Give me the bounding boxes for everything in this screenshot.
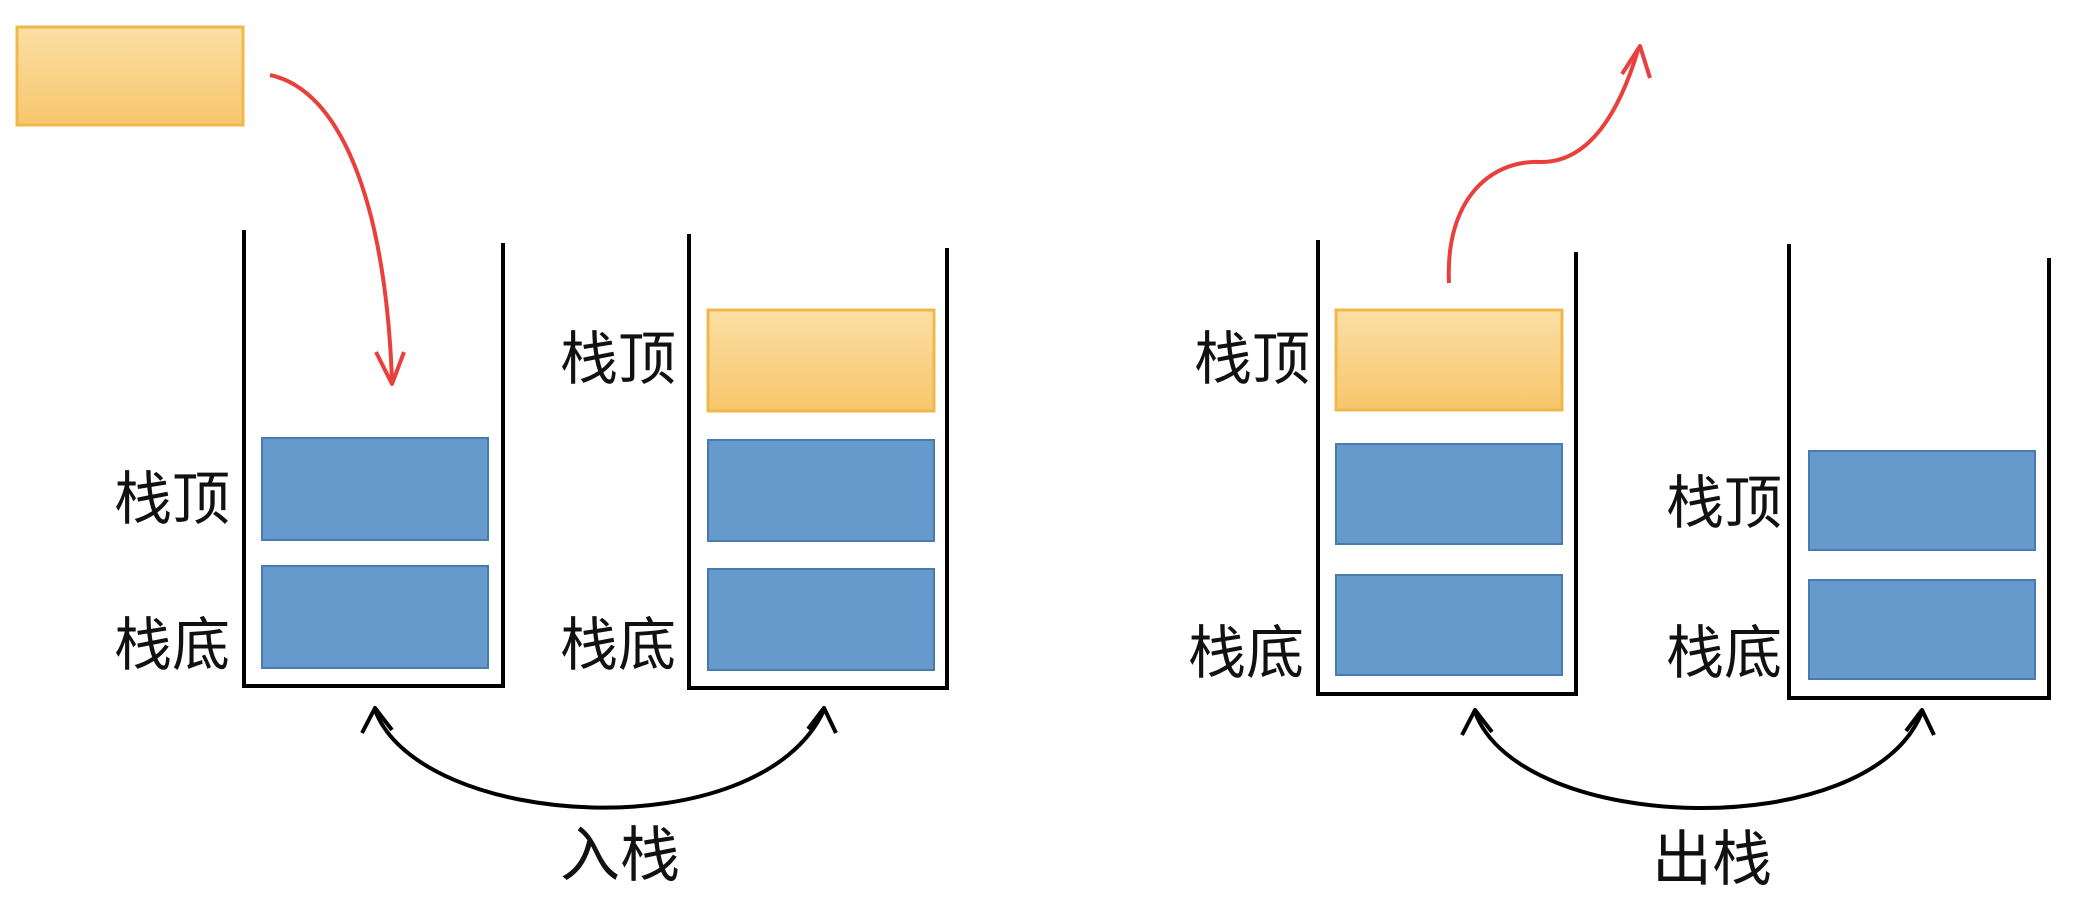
stack1-item-top — [261, 437, 489, 541]
push-red-arrowhead — [374, 351, 406, 386]
stack2-item-middle — [707, 439, 935, 542]
stack2-bottom-label: 栈底 — [560, 611, 677, 679]
stack3-bottom-label: 栈底 — [1188, 619, 1305, 687]
stack1-item-bottom — [261, 565, 489, 669]
stack2-top-label: 栈顶 — [560, 325, 677, 393]
stack4-item-bottom — [1808, 579, 2036, 680]
stack-container-pop-after — [1787, 244, 2051, 700]
incoming-element — [15, 25, 245, 127]
push-curve-arrowhead-left — [360, 706, 394, 734]
pop-red-arrowhead — [1620, 44, 1652, 79]
stack-container-push-after — [687, 234, 949, 690]
stack4-bottom-label: 栈底 — [1666, 619, 1783, 687]
pop-curve-arrowhead-left — [1460, 708, 1494, 736]
pop-red-arrow — [1446, 49, 1640, 284]
push-caption: 入栈 — [560, 821, 680, 891]
stack3-item-bottom — [1335, 574, 1563, 676]
stack3-top-label: 栈顶 — [1194, 325, 1311, 393]
push-curve-arrowhead-right — [806, 706, 838, 734]
stack2-item-pushed — [706, 308, 936, 413]
push-curve-arrow — [373, 709, 826, 810]
stack3-item-top — [1334, 308, 1564, 412]
pop-curve-arrow — [1473, 711, 1924, 810]
stack-container-pop-before — [1316, 240, 1578, 696]
stack4-top-label: 栈顶 — [1666, 469, 1783, 537]
stack1-bottom-label: 栈底 — [114, 611, 231, 679]
pop-curve-arrowhead-right — [1904, 708, 1936, 736]
stack2-item-bottom — [707, 568, 935, 671]
pop-caption: 出栈 — [1652, 825, 1772, 895]
push-red-arrow — [269, 73, 394, 381]
stack-container-push-before — [242, 230, 505, 688]
stack1-top-label: 栈顶 — [114, 465, 231, 533]
stack4-item-top — [1808, 450, 2036, 551]
stack3-item-middle — [1335, 443, 1563, 545]
